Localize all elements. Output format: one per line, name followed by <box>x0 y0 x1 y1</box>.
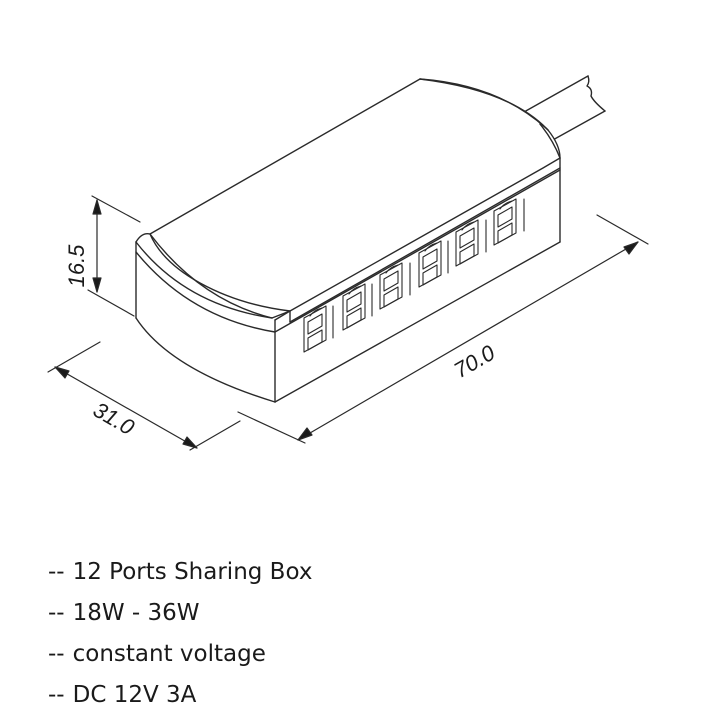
spec-bullet: -- <box>48 600 65 626</box>
dimension-length <box>237 214 649 444</box>
port-4 <box>418 240 442 288</box>
port-6 <box>493 198 517 246</box>
spec-list: -- 12 Ports Sharing Box -- 18W - 36W -- con… <box>48 552 312 716</box>
port-3 <box>379 262 403 310</box>
cable <box>523 75 606 142</box>
spec-item: -- 18W - 36W <box>48 593 312 634</box>
spec-bullet: -- <box>48 641 65 667</box>
spec-item: -- constant voltage <box>48 634 312 675</box>
box-port-face <box>274 157 561 403</box>
dimension-length-label: 70.0 <box>449 340 499 383</box>
box-end-face <box>135 241 291 403</box>
spec-label: DC 12V 3A <box>72 682 197 708</box>
dimension-width-label: 31.0 <box>89 397 139 440</box>
port-2 <box>342 283 366 331</box>
spec-label: 12 Ports Sharing Box <box>72 559 313 585</box>
spec-bullet: -- <box>48 682 65 708</box>
spec-label: 18W - 36W <box>72 600 200 626</box>
spec-bullet: -- <box>48 559 65 585</box>
port-5 <box>455 219 479 267</box>
port-1 <box>303 305 327 353</box>
dimension-height-label: 16.5 <box>64 244 89 288</box>
spec-label: constant voltage <box>72 641 266 667</box>
product-dimension-drawing: 16.5 31.0 70.0 <box>47 75 649 451</box>
port-row <box>303 198 525 353</box>
spec-item: -- DC 12V 3A <box>48 675 312 716</box>
dimension-height <box>87 195 141 317</box>
dimension-width <box>47 341 241 451</box>
box-top-face <box>135 78 561 319</box>
spec-item: -- 12 Ports Sharing Box <box>48 552 312 593</box>
